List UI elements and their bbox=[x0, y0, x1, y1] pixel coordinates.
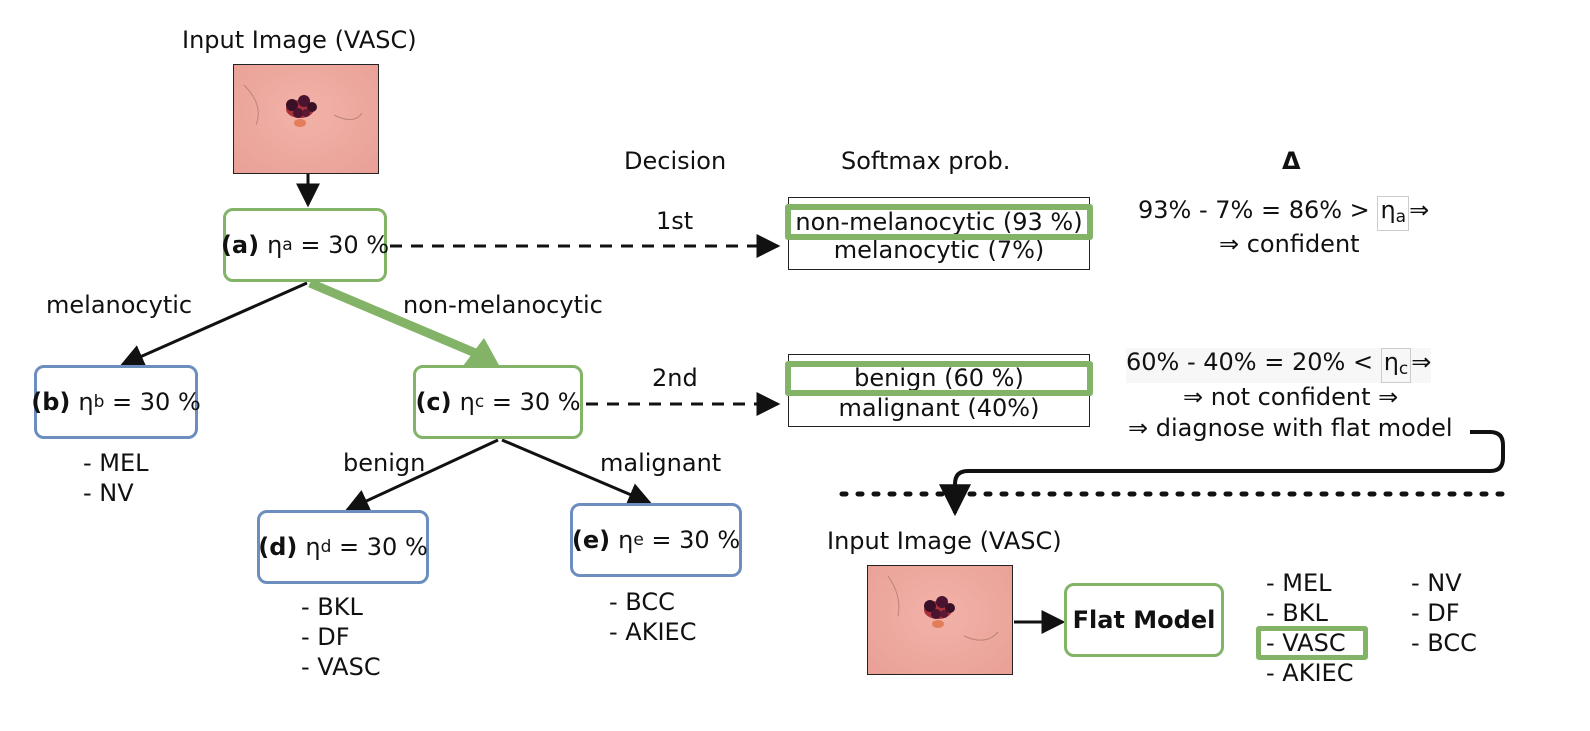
delta-header: Δ bbox=[1282, 147, 1301, 175]
class-item: - VASC bbox=[1266, 629, 1346, 657]
node-b-classes: - MEL - NV bbox=[83, 448, 149, 508]
node-e-tag: (e) bbox=[571, 526, 611, 554]
decision-1st-label: 1st bbox=[656, 207, 694, 235]
softmax-second-top: benign (60 %) bbox=[854, 364, 1024, 392]
delta-second-line2: ⇒ not confident ⇒ bbox=[1183, 383, 1399, 411]
node-c-eta-sub: c bbox=[474, 392, 485, 412]
eta-c-symbol: ηc bbox=[1380, 348, 1412, 383]
flat-model-box: Flat Model bbox=[1064, 583, 1224, 657]
node-a-eta-sub: a bbox=[282, 235, 293, 255]
softmax-header: Softmax prob. bbox=[841, 147, 1011, 175]
softmax-first-highlight bbox=[785, 204, 1093, 240]
edge-label-malignant: malignant bbox=[600, 449, 722, 477]
arrow-to-flat-model bbox=[939, 430, 1505, 517]
delta-first-line2: ⇒ confident bbox=[1219, 230, 1360, 258]
class-item: - VASC bbox=[301, 653, 381, 681]
node-e-eta-sub: e bbox=[633, 530, 644, 550]
arrow-c-to-d bbox=[344, 438, 499, 512]
implies-arrow: ⇒ bbox=[1409, 196, 1430, 224]
node-b-tag: (b) bbox=[31, 388, 71, 416]
softmax-first-top: non-melanocytic (93 %) bbox=[795, 208, 1083, 236]
class-item: - AKIEC bbox=[1266, 659, 1354, 687]
class-item: - BCC bbox=[609, 588, 675, 616]
arrow-a-to-b bbox=[119, 281, 308, 368]
class-item: - MEL bbox=[83, 449, 149, 477]
softmax-second-bottom: malignant (40%) bbox=[838, 394, 1040, 422]
class-item: - BCC bbox=[1411, 629, 1477, 657]
implies-arrow: ⇒ bbox=[1411, 348, 1432, 376]
class-item: - BKL bbox=[301, 593, 363, 621]
delta-second-line1: 60% - 40% = 20% < ηc⇒ bbox=[1126, 348, 1432, 383]
node-b-value: = 30 % bbox=[112, 388, 201, 416]
node-d-eta: η bbox=[305, 533, 321, 561]
softmax-first-bottom: melanocytic (7%) bbox=[833, 236, 1045, 264]
edge-label-non-melanocytic: non-melanocytic bbox=[403, 291, 603, 319]
class-item: - NV bbox=[1411, 569, 1462, 597]
class-item: - MEL bbox=[1266, 569, 1332, 597]
flat-skin-lesion-image bbox=[867, 565, 1013, 675]
decision-header: Decision bbox=[624, 147, 727, 175]
class-item: - DF bbox=[1411, 599, 1460, 627]
delta-first-expr: 93% - 7% = 86% > bbox=[1138, 196, 1370, 224]
flat-vasc-highlight bbox=[1256, 626, 1368, 660]
node-a-eta: η bbox=[267, 231, 283, 259]
node-b-eta-sub: b bbox=[93, 392, 105, 412]
node-e-eta: η bbox=[618, 526, 634, 554]
node-d-tag: (d) bbox=[258, 533, 298, 561]
decision-2nd-label: 2nd bbox=[652, 364, 698, 392]
node-e-value: = 30 % bbox=[651, 526, 741, 554]
flat-classes-col2: - NV - DF - BCC bbox=[1411, 568, 1477, 658]
node-c-tag: (c) bbox=[415, 388, 452, 416]
delta-second-expr: 60% - 40% = 20% < bbox=[1126, 348, 1374, 376]
arrow-c-to-e bbox=[501, 438, 653, 506]
class-item: - NV bbox=[83, 479, 134, 507]
class-item: - BKL bbox=[1266, 599, 1328, 627]
node-c-eta: η bbox=[459, 388, 475, 416]
arrow-a-to-c-head bbox=[463, 338, 500, 367]
lesion-graphic bbox=[243, 84, 363, 127]
softmax-second-highlight bbox=[785, 361, 1093, 396]
delta-first-line1: 93% - 7% = 86% > ηa⇒ bbox=[1138, 196, 1429, 231]
class-item: - DF bbox=[301, 623, 350, 651]
node-b-eta: η bbox=[78, 388, 94, 416]
node-d-eta-sub: d bbox=[320, 537, 332, 557]
edge-label-melanocytic: melanocytic bbox=[46, 291, 193, 319]
flat-input-image-title: Input Image (VASC) bbox=[827, 527, 1062, 555]
node-e-classes: - BCC - AKIEC bbox=[609, 587, 696, 647]
node-d-value: = 30 % bbox=[339, 533, 428, 561]
delta-second-line3: ⇒ diagnose with flat model bbox=[1128, 414, 1453, 442]
arrow-a-to-c bbox=[308, 278, 482, 360]
node-d-classes: - BKL - DF - VASC bbox=[301, 592, 381, 682]
node-a-tag: (a) bbox=[220, 231, 260, 259]
eta-a-symbol: ηa bbox=[1377, 196, 1410, 231]
edge-label-benign: benign bbox=[343, 449, 426, 477]
flat-classes-col1: - MEL - BKL - VASC - AKIEC bbox=[1266, 568, 1353, 688]
skin-lesion-image bbox=[233, 64, 379, 174]
class-item: - AKIEC bbox=[609, 618, 697, 646]
node-c-value: = 30 % bbox=[491, 388, 581, 416]
flat-lesion-graphic bbox=[887, 575, 999, 641]
input-image-title: Input Image (VASC) bbox=[182, 26, 417, 54]
node-a-value: = 30 % bbox=[300, 231, 390, 259]
